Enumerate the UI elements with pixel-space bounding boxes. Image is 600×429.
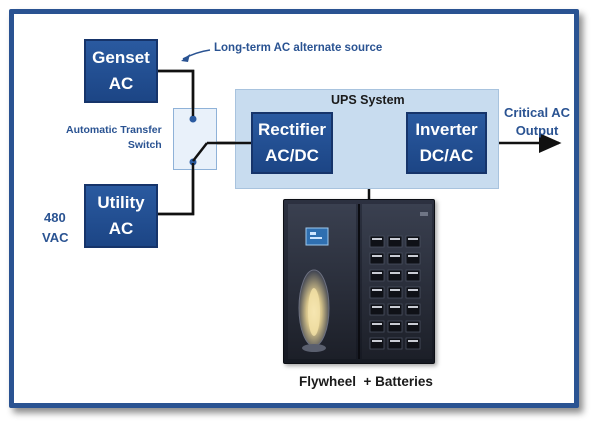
critical-output-line2: Output [515,122,559,138]
battery-array-icon [369,235,421,350]
critical-output-line1: Critical AC [504,105,570,120]
ups-system-title: UPS System [331,93,405,107]
flywheel-battery-cabinet [283,199,435,364]
alt-source-label: Long-term AC alternate source [214,42,383,54]
genset-ac-box: Genset AC [84,39,158,103]
voltage-label: 480 VAC [42,208,68,248]
genset-label: Genset [92,47,150,67]
ats-label-line1: Automatic Transfer [66,124,162,136]
inverter-type-label: DC/AC [419,146,474,165]
rectifier-label: Rectifier [257,119,327,139]
utility-wire [157,163,195,216]
cabinet-illustration [288,204,432,359]
genset-type-label: AC [108,74,134,93]
rectifier-box: Rectifier AC/DC [251,112,333,174]
critical-output-label: Critical AC Output [504,104,570,139]
ats-label: Automatic Transfer Switch [66,123,162,153]
battery-panel [362,204,432,359]
ats-label-line2: Switch [127,139,162,152]
inverter-box: Inverter DC/AC [406,112,487,174]
flywheel-batteries-label: Flywheel + Batteries [299,374,433,389]
rectifier-type-label: AC/DC [265,146,319,165]
utility-type-label: AC [108,219,134,238]
inverter-label: Inverter [415,119,478,139]
display-screen-icon [305,227,329,246]
voltage-value: 480 [44,210,66,225]
utility-ac-box: Utility AC [84,184,158,248]
automatic-transfer-switch [173,108,217,170]
utility-label: Utility [97,192,145,212]
voltage-unit: VAC [42,230,69,246]
